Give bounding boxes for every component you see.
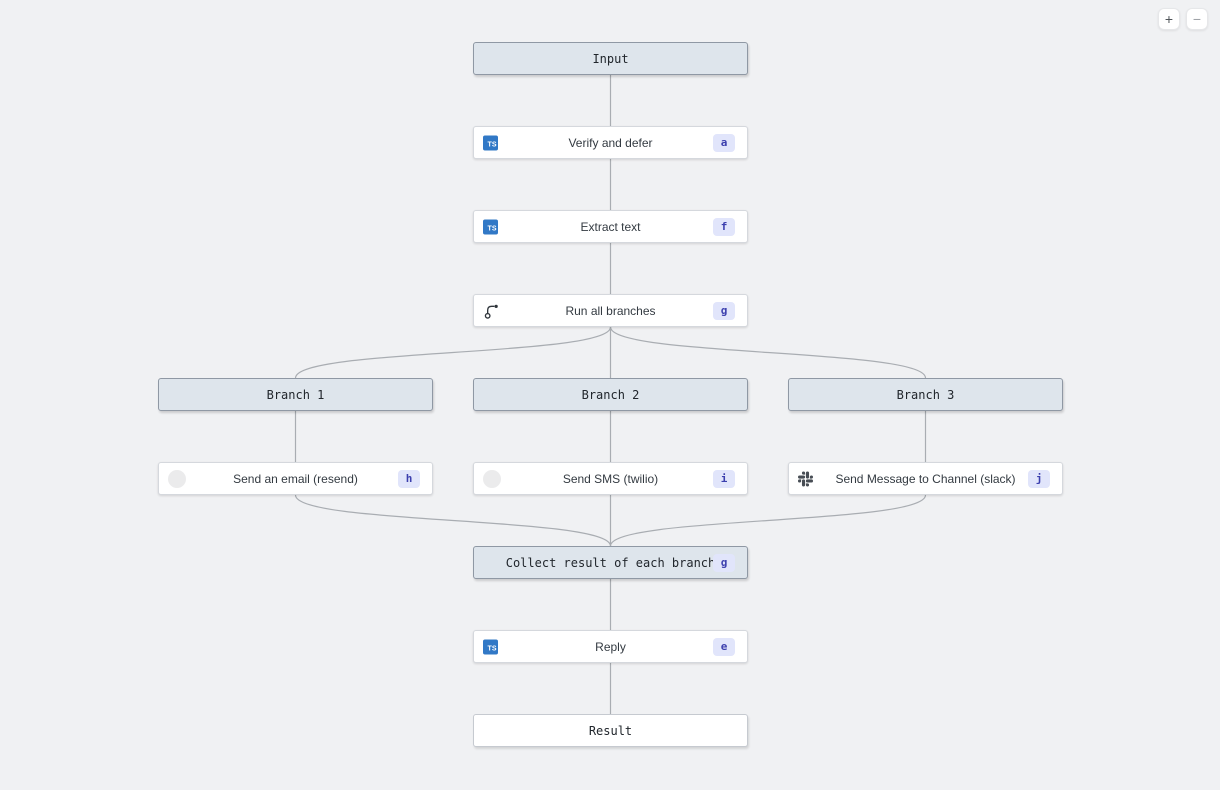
node-label: Send an email (resend) — [233, 471, 358, 486]
node-label: Collect result of each branch — [505, 555, 716, 570]
node-send-sms-twilio[interactable]: Send SMS (twilio) i — [473, 462, 748, 495]
zoom-controls: + − — [1158, 8, 1208, 30]
typescript-icon: TS — [483, 219, 498, 234]
edge-runall-branch3 — [609, 326, 927, 379]
node-collect-result[interactable]: Collect result of each branch g — [473, 546, 748, 579]
edge-slack-collect — [609, 494, 927, 547]
slack-icon — [798, 471, 813, 486]
node-reply[interactable]: TS Reply e — [473, 630, 748, 663]
node-input[interactable]: Input — [473, 42, 748, 75]
node-label: Verify and defer — [568, 135, 653, 150]
node-branch-3[interactable]: Branch 3 — [788, 378, 1063, 411]
node-label: Send SMS (twilio) — [562, 471, 659, 486]
node-badge: h — [398, 469, 420, 488]
node-extract-text[interactable]: TS Extract text f — [473, 210, 748, 243]
node-badge: g — [713, 553, 735, 572]
node-label: Branch 1 — [266, 387, 325, 402]
node-badge: g — [713, 301, 735, 320]
node-label: Input — [592, 51, 629, 66]
node-badge: a — [713, 133, 735, 152]
typescript-icon: TS — [483, 639, 498, 654]
node-label: Result — [588, 723, 633, 738]
node-badge: j — [1028, 469, 1050, 488]
node-badge: e — [713, 637, 735, 656]
edge-email-collect — [294, 494, 612, 547]
node-label: Send Message to Channel (slack) — [835, 471, 1016, 486]
typescript-icon: TS — [483, 135, 498, 150]
node-label: Branch 3 — [896, 387, 955, 402]
twilio-icon — [483, 469, 501, 488]
node-verify-and-defer[interactable]: TS Verify and defer a — [473, 126, 748, 159]
node-label: Reply — [595, 639, 626, 654]
node-label: Branch 2 — [581, 387, 640, 402]
node-branch-2[interactable]: Branch 2 — [473, 378, 748, 411]
zoom-out-button[interactable]: − — [1186, 8, 1208, 30]
node-send-message-slack[interactable]: Send Message to Channel (slack) j — [788, 462, 1063, 495]
node-branch-1[interactable]: Branch 1 — [158, 378, 433, 411]
node-label: Run all branches — [565, 303, 656, 318]
resend-icon — [168, 469, 186, 488]
node-label: Extract text — [580, 219, 641, 234]
branch-icon — [483, 302, 501, 320]
edge-runall-branch1 — [294, 326, 612, 379]
node-send-email-resend[interactable]: Send an email (resend) h — [158, 462, 433, 495]
zoom-in-button[interactable]: + — [1158, 8, 1180, 30]
node-badge: i — [713, 469, 735, 488]
node-run-all-branches[interactable]: Run all branches g — [473, 294, 748, 327]
node-badge: f — [713, 217, 735, 236]
node-result[interactable]: Result — [473, 714, 748, 747]
